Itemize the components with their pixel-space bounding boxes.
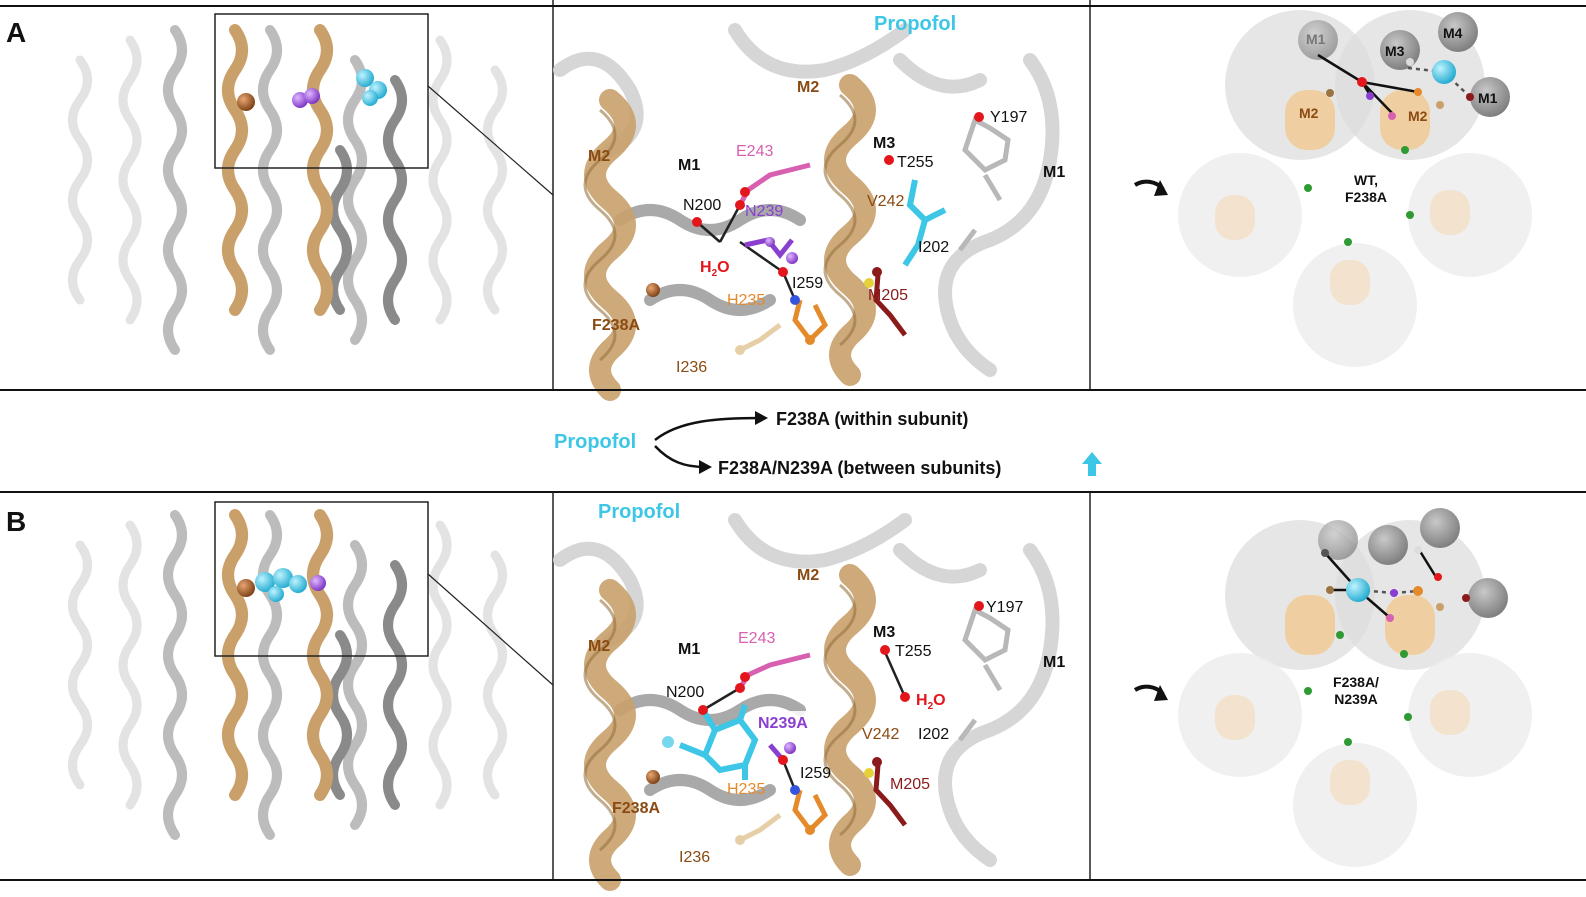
- panel-a-residue-i202: I202: [918, 239, 949, 256]
- panel-a-residue-y197: Y197: [990, 109, 1027, 126]
- panel-a-tm-m4: M4: [1443, 25, 1463, 41]
- panel-b-water-label: H2O: [916, 692, 946, 712]
- panel-b-residue-m205: M205: [890, 776, 930, 793]
- panel-a-residue-v242: V242: [867, 193, 904, 210]
- panel-a-residue-f238a: F238A: [592, 317, 640, 334]
- panel-a-residue-t255: T255: [897, 154, 934, 171]
- panel-a-tm-m3: M3: [1385, 43, 1405, 59]
- panel-a-tm-m1-right: M1: [1478, 90, 1498, 106]
- panel-b-residue-v242: V242: [862, 726, 899, 743]
- panel-b-residue-n239a: N239A: [758, 715, 808, 732]
- panel-b-propofol-label: Propofol: [598, 501, 680, 523]
- panel-a-helix-m1-right: M1: [1043, 164, 1065, 181]
- pathway-source-propofol: Propofol: [554, 431, 636, 453]
- panel-a-zoom-view: Propofol M2 M2 M1 M3 M1 E243 N239 N200 T…: [552, 0, 1091, 401]
- panel-a-residue-e243: E243: [736, 143, 773, 160]
- panel-b-helix-m1-left: M1: [678, 641, 700, 658]
- panel-a-tm-m2-left: M2: [1299, 105, 1319, 121]
- panel-a-residue-n239: N239: [745, 203, 783, 220]
- panel-b-overview-structure: [68, 501, 554, 840]
- panel-b-letter: B: [6, 506, 26, 537]
- pathway-target-between: F238A/N239A (between subunits): [718, 458, 1001, 478]
- panel-b-helix-m1-right: M1: [1043, 654, 1065, 671]
- panel-b-residue-n200: N200: [666, 684, 704, 701]
- panel-b-residue-f238a: F238A: [612, 800, 660, 817]
- panel-a: A: [0, 0, 1586, 401]
- panel-a-overview-structure: [68, 13, 554, 355]
- panel-a-helix-m1-left: M1: [678, 157, 700, 174]
- panel-a-schematic: M1 M3 M4 M1 M2 M2 WT, F238A: [1133, 10, 1532, 367]
- panel-a-helix-m2-center: M2: [797, 79, 819, 96]
- panel-a-propofol-label: Propofol: [874, 13, 956, 35]
- increase-arrow-icon: [1082, 452, 1102, 476]
- panel-a-caption-line1: WT,: [1354, 172, 1378, 188]
- panel-b-helix-m2-left: M2: [588, 638, 610, 655]
- panel-a-helix-m2-left: M2: [588, 148, 610, 165]
- panel-a-water-label: H2O: [700, 259, 730, 279]
- panel-a-tm-m1-top: M1: [1306, 31, 1326, 47]
- panel-a-residue-m205: M205: [868, 287, 908, 304]
- pathway-target-within: F238A (within subunit): [776, 409, 968, 429]
- panel-a-helix-m3: M3: [873, 135, 895, 152]
- panel-b-caption-line1: F238A/: [1333, 674, 1379, 690]
- pathway-diagram: Propofol F238A (within subunit) F238A/N2…: [554, 409, 1102, 478]
- panel-b-helix-m3: M3: [873, 624, 895, 641]
- panel-b: B: [0, 491, 1586, 891]
- panel-a-letter: A: [6, 17, 26, 48]
- panel-b-residue-e243: E243: [738, 630, 775, 647]
- panel-b-helix-m2-center: M2: [797, 567, 819, 584]
- panel-b-residue-i236: I236: [679, 849, 710, 866]
- panel-b-caption-line2: N239A: [1334, 691, 1378, 707]
- panel-b-residue-i202: I202: [918, 726, 949, 743]
- panel-b-residue-i259: I259: [800, 765, 831, 782]
- panel-a-residue-h235: H235: [727, 292, 765, 309]
- panel-b-residue-y197: Y197: [986, 599, 1023, 616]
- panel-b-residue-h235: H235: [727, 781, 765, 798]
- panel-a-tm-m2-right: M2: [1408, 108, 1428, 124]
- panel-b-residue-t255: T255: [895, 643, 932, 660]
- panel-a-caption-line2: F238A: [1345, 189, 1387, 205]
- panel-a-residue-i236: I236: [676, 359, 707, 376]
- arrow-to-within-subunit: [654, 416, 761, 441]
- panel-b-schematic: F238A/ N239A: [1133, 508, 1532, 867]
- panel-a-residue-n200: N200: [683, 197, 721, 214]
- panel-a-residue-i259: I259: [792, 275, 823, 292]
- arrow-to-between-subunits: [654, 445, 706, 469]
- panel-b-zoom-view: Propofol M2 M2 M1 M3 M1 E243 N239A N200 …: [552, 492, 1091, 891]
